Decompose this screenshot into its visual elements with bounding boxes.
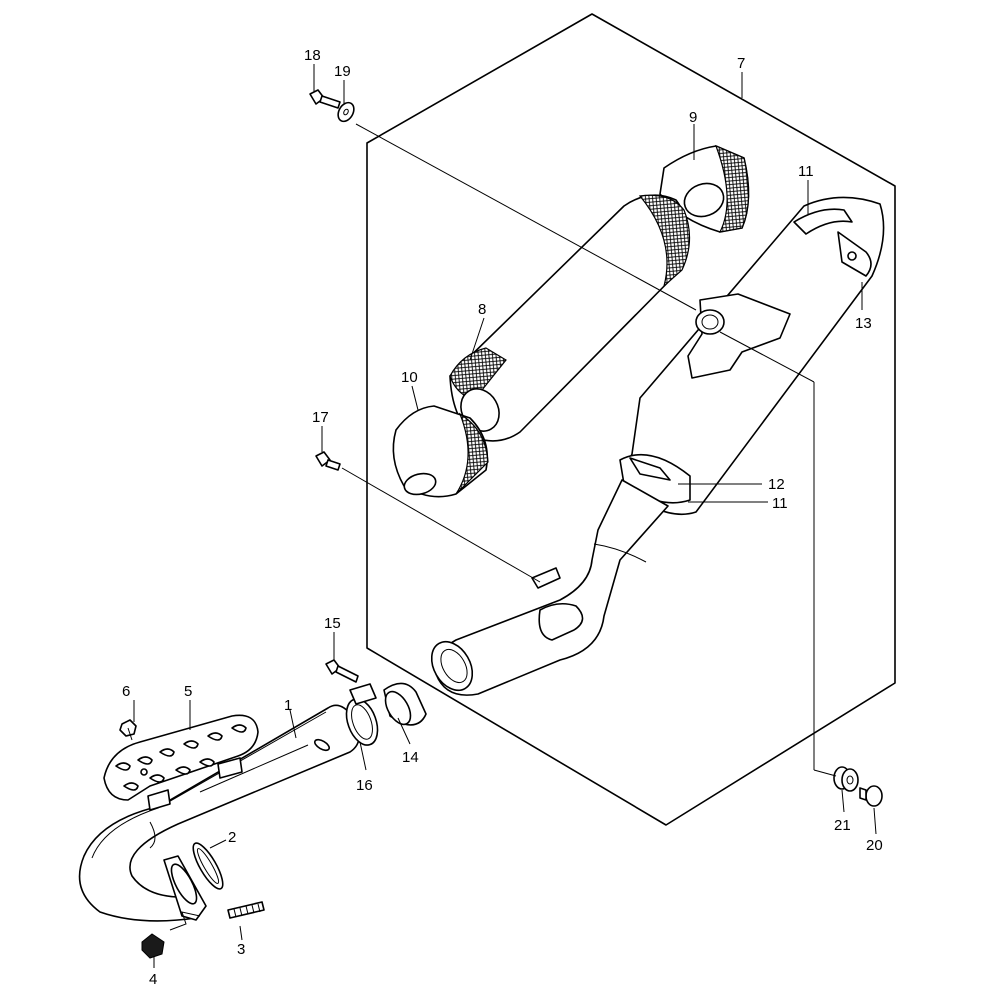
shield-screw xyxy=(119,719,137,741)
callout-1: 1 xyxy=(284,697,292,714)
callout-labels: 1 2 3 4 5 6 7 8 9 10 11 11 12 13 14 15 1… xyxy=(122,47,883,988)
callout-12: 12 xyxy=(768,476,785,493)
pipe-clamp xyxy=(345,683,379,746)
callout-21: 21 xyxy=(834,817,851,834)
muffler-bolt-upper xyxy=(309,89,341,109)
muffler-assembly-box xyxy=(366,13,896,826)
callout-4: 4 xyxy=(149,971,157,988)
callout-15: 15 xyxy=(324,615,341,632)
front-cap xyxy=(392,405,489,498)
flange-gasket xyxy=(192,842,224,890)
callout-5: 5 xyxy=(184,683,192,700)
joint-gasket xyxy=(383,682,427,726)
callout-8: 8 xyxy=(478,301,486,318)
callout-20: 20 xyxy=(866,837,883,854)
washer-upper xyxy=(337,101,355,123)
callout-9: 9 xyxy=(689,109,697,126)
callout-6: 6 xyxy=(122,683,130,700)
callout-14: 14 xyxy=(402,749,419,766)
callout-13: 13 xyxy=(855,315,872,332)
callout-17: 17 xyxy=(312,409,329,426)
heat-shield xyxy=(103,714,259,811)
flange-stud xyxy=(227,901,265,919)
callout-10: 10 xyxy=(401,369,418,386)
callout-2: 2 xyxy=(228,829,236,846)
muffler-body xyxy=(619,196,885,516)
callout-16: 16 xyxy=(356,777,373,794)
muffler-link-pipe xyxy=(430,479,669,696)
callout-11-lower: 11 xyxy=(772,495,788,512)
flange-nut xyxy=(141,933,165,959)
callout-18: 18 xyxy=(304,47,321,64)
callout-11-top: 11 xyxy=(798,163,814,180)
bolt-lower xyxy=(859,785,883,807)
clamp-bolt xyxy=(325,659,359,683)
silencer-sleeve xyxy=(449,194,691,442)
callout-7: 7 xyxy=(737,55,745,72)
callout-19: 19 xyxy=(334,63,351,80)
leader-lines xyxy=(133,64,877,968)
stud-leader-dashed xyxy=(169,911,201,931)
link-bolt xyxy=(315,451,341,471)
collar xyxy=(833,766,859,792)
header-flange xyxy=(163,855,207,921)
callout-3: 3 xyxy=(237,941,245,958)
